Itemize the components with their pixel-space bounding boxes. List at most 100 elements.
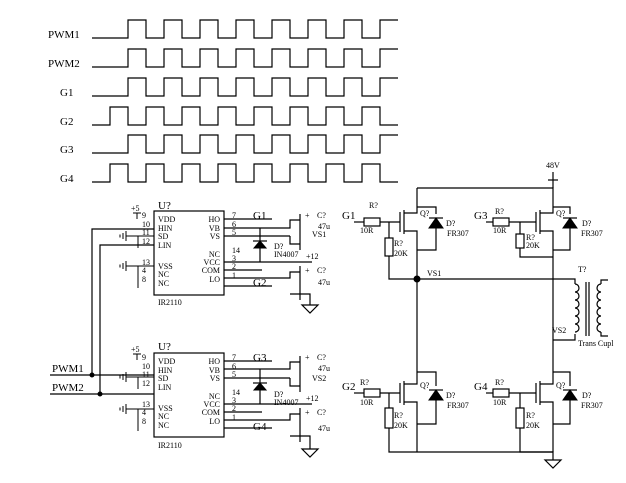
r-pulldown-q2	[384, 407, 394, 429]
vs1-net-label: VS1	[312, 230, 326, 239]
ic-left-pin-num: 10	[142, 362, 150, 371]
g3-net-label: G3	[253, 352, 267, 364]
waveform-trace-2	[92, 48, 398, 68]
rg4-value: 10R	[493, 398, 507, 407]
ic-right-pin-num: 7	[232, 353, 236, 362]
df3-part: FR307	[581, 229, 603, 238]
rg1-value: 10R	[360, 226, 374, 235]
rg2-value: 10R	[360, 398, 374, 407]
d1-part: IN4007	[274, 250, 298, 259]
ic-right-pin-name: HO	[208, 357, 220, 366]
g4-net-label: G4	[253, 421, 267, 433]
df4-ref: D?	[582, 391, 592, 400]
waveform-trace-5	[92, 134, 398, 154]
ic-left-pin-name: HIN	[158, 366, 172, 375]
ir2110-body-2	[153, 352, 225, 438]
c3-label: C?	[317, 353, 326, 362]
waveform-label-g2: G2	[60, 116, 73, 128]
rp1-ref: R?	[394, 239, 403, 248]
vdd-supply-label: +5	[131, 204, 140, 213]
ic-right-pin-name: COM	[202, 266, 220, 275]
c4-label: C?	[317, 408, 326, 417]
ic-left-pin-name: VDD	[158, 215, 176, 224]
ic-left-pin-num: 8	[142, 275, 146, 284]
bootstrap-diode-2	[252, 382, 268, 391]
r-gate-q3	[492, 217, 510, 227]
ic-left-pin-num: 10	[142, 220, 150, 229]
pwm2-input-label: PWM2	[52, 382, 84, 394]
plus12-label-2: +12	[306, 394, 319, 403]
d2-part: IN4007	[274, 398, 298, 407]
ic-left-pin-num: 4	[142, 408, 146, 417]
ic-right-pin-name: VS	[210, 374, 220, 383]
ic-left-pin-name: NC	[158, 270, 169, 279]
ic-right-pin-num: 14	[232, 388, 240, 397]
c1-ref: +	[305, 211, 310, 220]
rp1-value: 20K	[394, 249, 408, 258]
ic-right-pin-num: 2	[232, 262, 236, 271]
ic-ref-2: U?	[158, 341, 171, 353]
waveform-label-g3: G3	[60, 144, 74, 156]
ic-left-pin-name: SD	[158, 374, 168, 383]
ic-left-pin-name: NC	[158, 421, 169, 430]
ic-right-pin-name: LO	[209, 275, 220, 284]
r-pulldown-q3	[515, 233, 525, 249]
ic-part-2: IR2110	[158, 441, 182, 450]
waveform-trace-6	[92, 163, 398, 183]
ic-left-pin-num: 13	[142, 258, 150, 267]
c4-value: 47u	[318, 424, 330, 433]
h-bridge: 48V G1 R? 10R R? 20K Q?	[342, 161, 614, 469]
rp3-ref: R?	[526, 233, 535, 242]
g1-net-label: G1	[253, 210, 266, 222]
ic-left-pin-num: 12	[142, 237, 150, 246]
q4-ref: Q?	[556, 381, 566, 390]
vs2-net-label: VS2	[312, 374, 326, 383]
ic-left-pin-num: 8	[142, 417, 146, 426]
ic-left-pin-num: 9	[142, 211, 146, 220]
d-fr307-q1	[428, 217, 444, 229]
vdd-supply-label-2: +5	[131, 345, 140, 354]
r-gate-q2	[363, 388, 381, 398]
bootstrap-diode-1	[252, 240, 268, 249]
ic-left-pin-name: NC	[158, 412, 169, 421]
r-gate-q1	[363, 217, 381, 227]
bridge-vs1-label: VS1	[427, 269, 441, 278]
c3-plus: +	[305, 353, 310, 362]
ic-right-pin-name: VCC	[204, 258, 220, 267]
ic-right-pin-name: NC	[209, 392, 220, 401]
bridge-g1-label: G1	[342, 210, 355, 222]
ic-left-pin-name: SD	[158, 232, 168, 241]
ir2110-body	[153, 210, 225, 296]
ground-symbols-left	[119, 231, 154, 431]
ic-right-pin-num: 1	[232, 413, 236, 422]
c4-plus: +	[305, 408, 310, 417]
bridge-g4-label: G4	[474, 381, 488, 393]
ground-icon-2	[300, 448, 320, 458]
bootstrap-network-2: G3 + C? 47u VS2 D? IN4007 +12 + C? 47u G…	[224, 352, 330, 458]
r-pulldown-q1	[384, 237, 394, 257]
d-fr307-q3	[562, 217, 578, 229]
rg1-ref: R?	[369, 201, 378, 210]
ic-right-pin-name: HO	[208, 215, 220, 224]
df3-ref: D?	[582, 219, 592, 228]
c1-label: C?	[317, 211, 326, 220]
ic-part: IR2110	[158, 298, 182, 307]
q3-ref: Q?	[556, 209, 566, 218]
rp4-ref: R?	[526, 411, 535, 420]
waveform-traces	[92, 19, 398, 183]
ic-right-pin-num: 2	[232, 404, 236, 413]
ic-right-pin-num: 3	[232, 254, 236, 263]
supply-48v-label: 48V	[546, 161, 560, 170]
ic-right-pin-name: LO	[209, 417, 220, 426]
ic-right-pin-num: 6	[232, 362, 236, 371]
transformer: T? Trans Cupl	[574, 265, 614, 348]
c2-plus: +	[305, 266, 310, 275]
df4-part: FR307	[581, 401, 603, 410]
rg3-ref: R?	[495, 207, 504, 216]
ic-right-pin-name: COM	[202, 408, 220, 417]
q1-mosfet: G1 R? 10R R? 20K Q? D? FR307	[342, 201, 469, 280]
ic-right-pin-num: 1	[232, 271, 236, 280]
